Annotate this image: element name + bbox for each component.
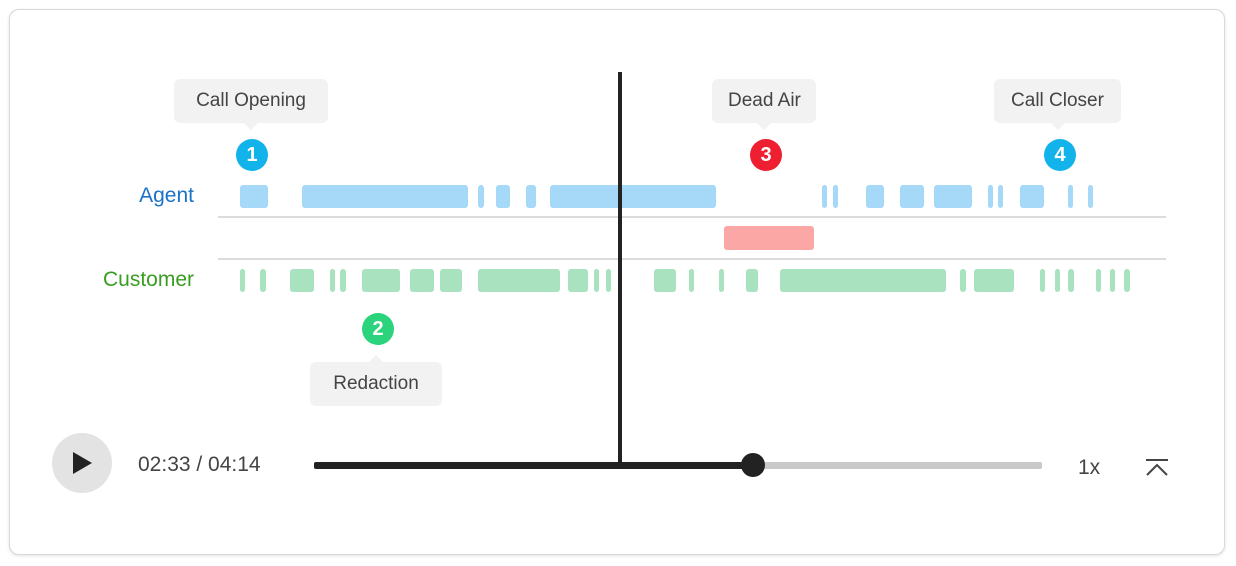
agent-speech-segment[interactable] xyxy=(900,185,924,208)
customer-speech-segment[interactable] xyxy=(240,269,245,292)
customer-speech-segment[interactable] xyxy=(1096,269,1101,292)
customer-speech-segment[interactable] xyxy=(478,269,560,292)
customer-speech-segment[interactable] xyxy=(689,269,694,292)
agent-speech-segment[interactable] xyxy=(478,185,484,208)
agent-speech-segment[interactable] xyxy=(1020,185,1044,208)
customer-speech-segment[interactable] xyxy=(568,269,588,292)
playhead-line[interactable] xyxy=(618,72,622,464)
customer-speech-segment[interactable] xyxy=(362,269,400,292)
customer-speech-segment[interactable] xyxy=(340,269,346,292)
progress-handle[interactable] xyxy=(740,453,765,477)
agent-speech-segment[interactable] xyxy=(998,185,1003,208)
collapse-up-icon xyxy=(1146,459,1168,476)
customer-speech-segment[interactable] xyxy=(606,269,611,292)
redaction-tooltip: Redaction xyxy=(310,355,442,406)
play-button[interactable] xyxy=(52,433,112,493)
customer-speech-segment[interactable] xyxy=(330,269,335,292)
play-icon xyxy=(73,452,92,474)
agent-speech-segment[interactable] xyxy=(866,185,884,208)
dead-air-tooltip: Dead Air xyxy=(712,79,816,130)
call-opening-marker[interactable]: 1 xyxy=(236,139,268,171)
dead-air-marker[interactable]: 3 xyxy=(750,139,782,171)
call-opening-tooltip: Call Opening xyxy=(174,79,328,130)
agent-speech-segment[interactable] xyxy=(550,185,716,208)
agent-speech-segment[interactable] xyxy=(302,185,468,208)
customer-speech-segment[interactable] xyxy=(974,269,1014,292)
redaction-marker[interactable]: 2 xyxy=(362,313,394,345)
call-closer-tooltip: Call Closer xyxy=(994,79,1121,130)
progress-fill xyxy=(314,462,753,469)
customer-track-label: Customer xyxy=(102,268,194,291)
customer-speech-segment[interactable] xyxy=(960,269,966,292)
agent-speech-segment[interactable] xyxy=(240,185,268,208)
collapse-button[interactable] xyxy=(1143,457,1171,481)
customer-speech-segment[interactable] xyxy=(654,269,676,292)
time-display: 02:33 / 04:14 xyxy=(138,453,261,476)
customer-speech-segment[interactable] xyxy=(260,269,266,292)
customer-speech-segment[interactable] xyxy=(1055,269,1060,292)
customer-speech-segment[interactable] xyxy=(290,269,314,292)
dead-air-segment[interactable] xyxy=(724,226,814,250)
customer-speech-segment[interactable] xyxy=(719,269,724,292)
customer-speech-segment[interactable] xyxy=(1124,269,1130,292)
agent-speech-segment[interactable] xyxy=(934,185,972,208)
agent-speech-segment[interactable] xyxy=(988,185,993,208)
customer-track-divider xyxy=(218,258,1166,260)
customer-speech-segment[interactable] xyxy=(410,269,434,292)
customer-speech-segment[interactable] xyxy=(440,269,462,292)
customer-speech-segment[interactable] xyxy=(746,269,758,292)
agent-speech-segment[interactable] xyxy=(526,185,536,208)
agent-speech-segment[interactable] xyxy=(1088,185,1093,208)
customer-speech-segment[interactable] xyxy=(594,269,599,292)
customer-speech-segment[interactable] xyxy=(1040,269,1045,292)
customer-speech-segment[interactable] xyxy=(1110,269,1115,292)
playback-speed-button[interactable]: 1x xyxy=(1078,456,1101,479)
agent-speech-segment[interactable] xyxy=(1068,185,1073,208)
call-closer-marker[interactable]: 4 xyxy=(1044,139,1076,171)
agent-speech-segment[interactable] xyxy=(496,185,510,208)
agent-track-label: Agent xyxy=(139,184,194,207)
agent-speech-segment[interactable] xyxy=(833,185,838,208)
customer-speech-segment[interactable] xyxy=(780,269,946,292)
agent-speech-segment[interactable] xyxy=(822,185,827,208)
customer-speech-segment[interactable] xyxy=(1068,269,1074,292)
agent-track-divider xyxy=(218,216,1166,218)
